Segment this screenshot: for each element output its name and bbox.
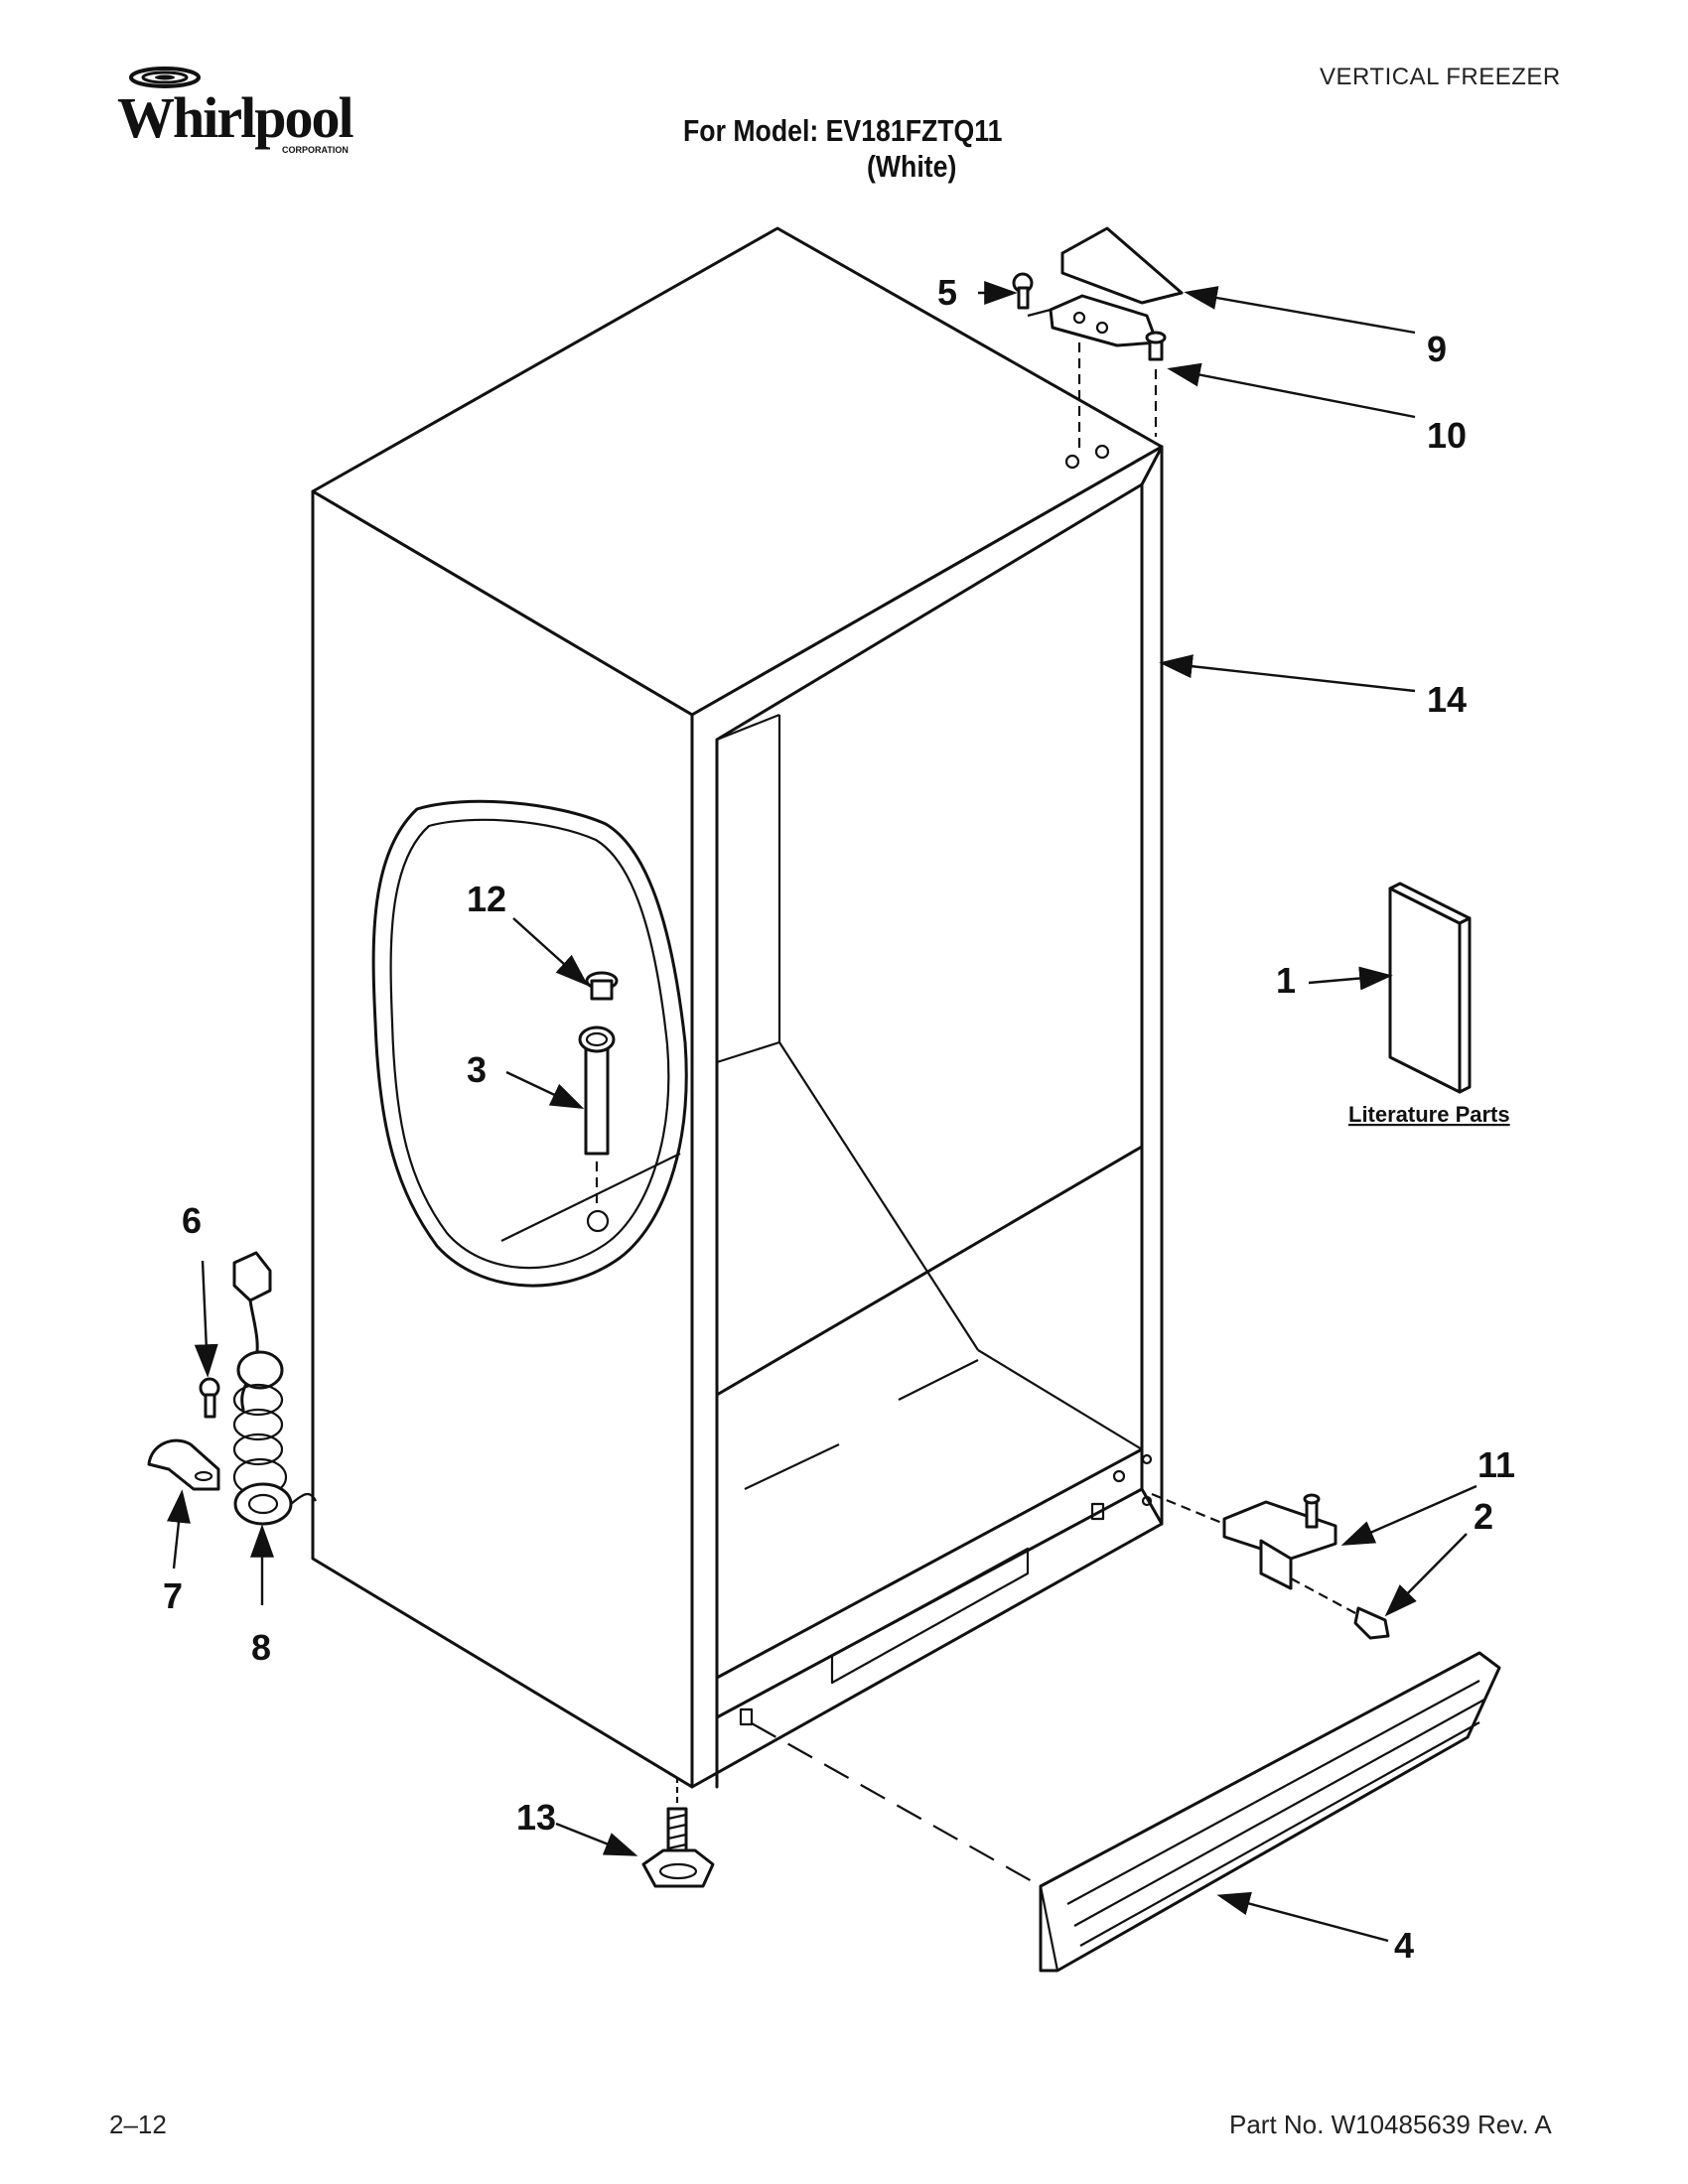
callout-2: 2 [1474,1496,1493,1537]
callout-12: 12 [467,879,506,919]
model-variant: (White) [867,149,957,184]
callout-10: 10 [1427,415,1467,456]
category-title: VERTICAL FREEZER [1320,64,1561,90]
page-number: 2–12 [109,2110,167,2139]
callout-arrows [167,281,1477,1943]
callout-5: 5 [937,272,957,313]
callout-1: 1 [1276,960,1296,1001]
svg-text:Whirlpool: Whirlpool [117,85,353,150]
callout-3: 3 [467,1049,487,1090]
literature-parts-label: Literature Parts [1348,1102,1510,1127]
callout-7: 7 [163,1575,183,1616]
svg-text:CORPORATION: CORPORATION [282,145,349,155]
drain-plug-part [585,971,619,1001]
base-grille-part [751,1651,1501,1973]
whirlpool-logo: Whirlpool CORPORATION [117,67,355,155]
drain-tube-part [578,1025,616,1206]
callout-9: 9 [1427,329,1447,369]
callout-6: 6 [182,1200,202,1241]
leveling-leg-part [641,1777,715,1888]
literature-booklet-part [1388,882,1472,1094]
callout-8: 8 [251,1627,271,1668]
bottom-hinge-parts [1151,1492,1390,1640]
callout-14: 14 [1427,679,1467,720]
part-number: Part No. W10485639 Rev. A [1229,2110,1552,2139]
cabinet-drawing [311,226,1164,1789]
clamp-and-screw-parts [147,1377,220,1491]
callout-labels: 1 2 3 4 5 6 7 8 9 10 11 12 13 14 Literat… [163,272,1515,1966]
power-cord-part [232,1251,317,1526]
callout-11: 11 [1477,1444,1515,1485]
callout-4: 4 [1394,1925,1414,1966]
model-title: For Model: EV181FZTQ11 [683,113,1003,148]
callout-13: 13 [516,1797,556,1838]
